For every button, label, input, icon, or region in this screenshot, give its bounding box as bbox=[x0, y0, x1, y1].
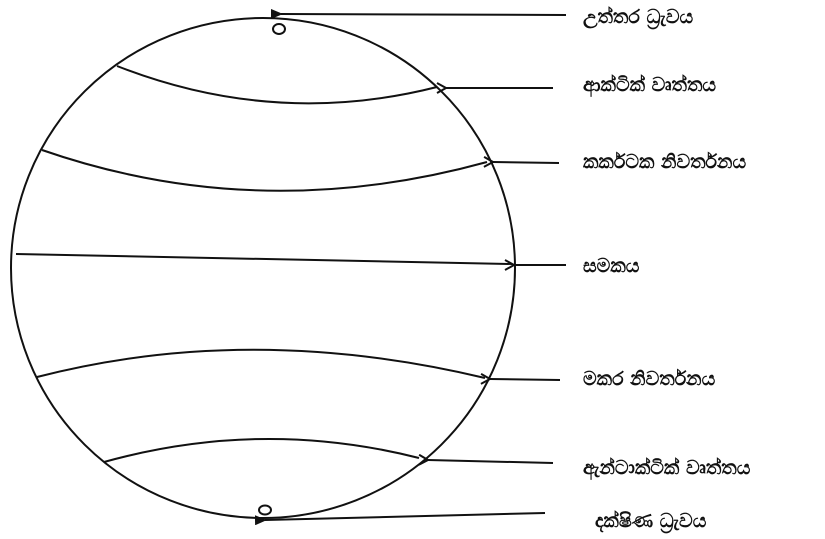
north-pole-arrow bbox=[281, 14, 566, 15]
north-pole-label: උත්තර ධ්‍රැවය bbox=[583, 8, 693, 27]
north-pole-marker bbox=[273, 24, 285, 34]
arctic-circle-label: ආක්ටික් වෘත්තය bbox=[583, 76, 716, 95]
equator-label: සමකය bbox=[583, 257, 639, 276]
antarctic-circle-label: ඇන්ටාක්ටික් වෘත්තය bbox=[583, 459, 750, 478]
south-pole-marker bbox=[259, 506, 271, 515]
tropic-of-capricorn-label: මකර නිවර්තනය bbox=[583, 370, 715, 389]
tropic-of-cancer-arrow bbox=[493, 162, 559, 163]
equator-line bbox=[16, 254, 512, 264]
globe-outline bbox=[11, 18, 515, 518]
south-pole-label: දක්ෂිණ ධ්‍රැවය bbox=[595, 512, 706, 531]
antarctic-circle-line bbox=[104, 439, 419, 462]
tropic-of-cancer-line bbox=[42, 150, 487, 191]
antarctic-circle-arrow bbox=[428, 460, 553, 463]
tropic-of-capricorn-arrow bbox=[490, 379, 560, 380]
arctic-circle-line bbox=[117, 66, 437, 103]
tropic-of-capricorn-line bbox=[37, 350, 485, 378]
tropic-of-cancer-label: කර්කටක නිවර්තනය bbox=[583, 153, 746, 172]
